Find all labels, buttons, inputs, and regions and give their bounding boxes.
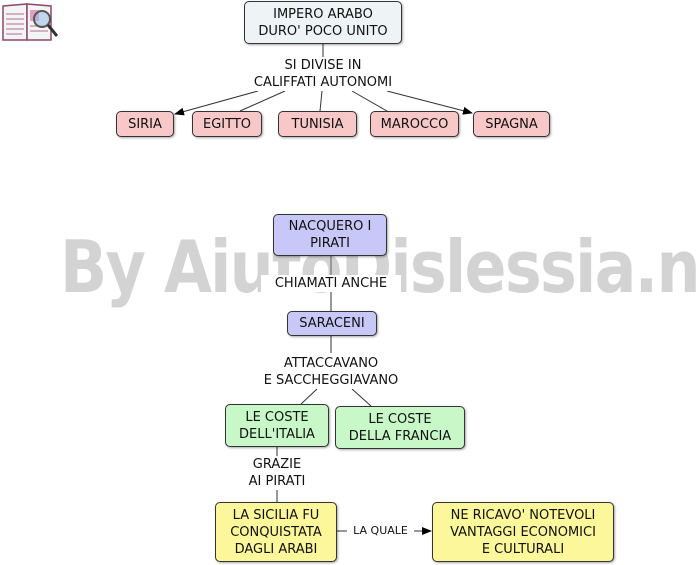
node-egitto[interactable]: EGITTO [192, 111, 262, 137]
node-vantaggi[interactable]: NE RICAVO' NOTEVOLI VANTAGGI ECONOMICI E… [432, 502, 614, 562]
link-label-si-divise: SI DIVISE IN CALIFFATI AUTONOMI [238, 57, 408, 91]
node-marocco[interactable]: MAROCCO [370, 111, 459, 137]
node-sicilia[interactable]: LA SICILIA FU CONQUISTATA DAGLI ARABI [215, 502, 337, 562]
node-coste-francia[interactable]: LE COSTE DELLA FRANCIA [335, 406, 465, 449]
book-magnifier-icon [2, 3, 58, 41]
link-label-chiamati-anche: CHIAMATI ANCHE [261, 275, 401, 292]
node-tunisia[interactable]: TUNISIA [278, 111, 357, 137]
link-label-la-quale: LA QUALE [347, 524, 414, 538]
node-nacquero-pirati[interactable]: NACQUERO I PIRATI [273, 214, 387, 256]
node-spagna[interactable]: SPAGNA [473, 111, 550, 137]
link-label-attaccavano: ATTACCAVANO E SACCHEGGIAVANO [246, 355, 416, 389]
node-saraceni[interactable]: SARACENI [287, 311, 377, 336]
link-label-grazie-pirati: GRAZIE AI PIRATI [227, 456, 327, 490]
node-coste-italia[interactable]: LE COSTE DELL'ITALIA [225, 404, 329, 447]
node-siria[interactable]: SIRIA [116, 111, 174, 137]
node-impero-arabo[interactable]: IMPERO ARABO DURO' POCO UNITO [244, 1, 402, 44]
